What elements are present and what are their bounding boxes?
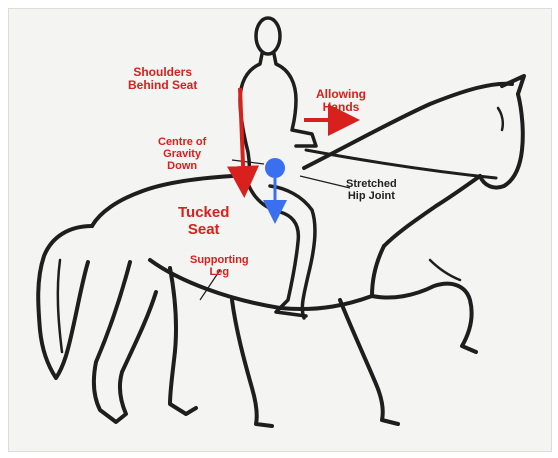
centre-of-gravity-label: Centre of Gravity Down [158, 136, 206, 172]
centre-label-line1: Centre of [158, 136, 206, 148]
centre-of-gravity-dot [265, 158, 285, 178]
horse-face [480, 94, 523, 188]
hip-label-line1: Stretched [346, 178, 397, 190]
shoulders-arrow [240, 88, 244, 190]
hip-label-line2: Hip Joint [346, 190, 397, 202]
seat-label-line1: Tucked [178, 204, 229, 221]
leg-label-line2: Leg [190, 266, 249, 278]
reins [306, 150, 496, 178]
hands-label: Allowing Hands [316, 88, 366, 114]
hands-label-line2: Hands [316, 101, 366, 114]
horse-throat [384, 176, 480, 246]
centre-label-line3: Down [158, 160, 206, 172]
horse-hind-leg-far [170, 268, 196, 414]
horse-tail [38, 226, 92, 378]
centre-label-line2: Gravity [158, 148, 206, 160]
horse-front-leg-near [372, 284, 476, 352]
supporting-leg-label: Supporting Leg [190, 254, 249, 278]
seat-label-line2: Seat [178, 221, 229, 238]
shoulders-label: Shoulders Behind Seat [128, 66, 197, 92]
horse-eye-line [498, 108, 503, 130]
horse-hock [232, 300, 272, 426]
horse-front-leg-far [340, 300, 398, 424]
tucked-seat-label: Tucked Seat [178, 204, 229, 239]
shoulders-label-line2: Behind Seat [128, 79, 197, 92]
horse-hind-leg-near [94, 262, 156, 422]
hip-joint-label: Stretched Hip Joint [346, 178, 397, 202]
horse-chest [372, 246, 384, 296]
leg-label-line1: Supporting [190, 254, 249, 266]
hip-leader-line [300, 176, 350, 188]
